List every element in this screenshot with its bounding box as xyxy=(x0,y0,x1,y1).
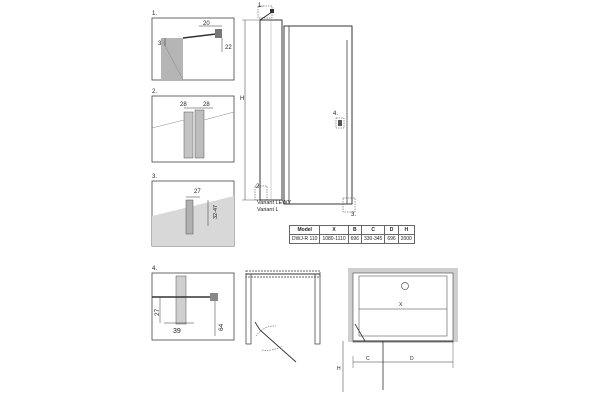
dimension-table: Model X B C D H DWJ-R 110 1080-1110 696 … xyxy=(288,225,415,244)
table-row: DWJ-R 110 1080-1110 696 330-345 696 2000 xyxy=(288,234,415,244)
plan-door-open xyxy=(259,329,297,363)
callout-3-label: 3. xyxy=(351,212,356,218)
table-cell: 2000 xyxy=(397,234,415,244)
callout-2-label: 2. xyxy=(256,184,261,190)
door-panel xyxy=(283,25,353,205)
plan-left-wall xyxy=(245,273,252,345)
table-cell: DWJ-R 110 xyxy=(288,234,321,244)
plan-d-label: D xyxy=(410,356,414,362)
height-label: H xyxy=(240,96,244,102)
detail-4: 4. 27 39 64 xyxy=(151,266,235,341)
detail-2-profile-left xyxy=(183,111,194,159)
table-cell: 696 xyxy=(347,234,362,244)
plan-right-wall xyxy=(314,273,321,345)
plan-view-swing xyxy=(245,270,321,363)
detail-4-dim-39: 39 xyxy=(173,328,181,335)
swing-arc xyxy=(255,325,277,337)
detail-1-frame xyxy=(151,17,235,81)
detail-2: 2. 28 28 xyxy=(151,89,235,163)
plan-h-label: H xyxy=(337,366,341,372)
table-header-cell: Model xyxy=(288,225,321,235)
callout-box-3 xyxy=(342,197,356,213)
detail-2-number: 2. xyxy=(152,89,157,95)
detail-1-dim-22: 22 xyxy=(225,45,232,51)
plan-x-label: X xyxy=(399,302,403,308)
table-header-cell: B xyxy=(347,225,362,235)
detail-4-dim-64: 64 xyxy=(218,323,225,331)
plan-c-label: C xyxy=(366,356,370,362)
detail-3-dim-32-47: 32-47 xyxy=(213,205,219,219)
detail-2-dim-28-a: 28 xyxy=(180,102,187,108)
detail-2-profile-right xyxy=(194,109,205,159)
detail-2-frame xyxy=(151,95,235,163)
variant-label: Variant LEWY Variant L xyxy=(257,200,291,214)
detail-4-handle xyxy=(210,293,218,301)
shower-tray xyxy=(358,275,448,337)
detail-4-frame xyxy=(151,272,235,341)
table-header-cell: X xyxy=(319,225,349,235)
table-cell: 330-345 xyxy=(360,234,386,244)
callout-box-2 xyxy=(254,185,268,201)
table-cell: 1080-1110 xyxy=(319,234,349,244)
detail-1-arm xyxy=(182,33,217,39)
table-header-cell: C xyxy=(360,225,386,235)
detail-1-dim-20: 20 xyxy=(203,21,210,27)
variant-label-line2: Variant L xyxy=(257,207,279,213)
detail-2-dim-28-b: 28 xyxy=(203,102,210,108)
drain xyxy=(401,282,409,290)
detail-3-dim-27: 27 xyxy=(194,189,201,195)
table-header-cell: H xyxy=(397,225,415,235)
table-cell: 696 xyxy=(384,234,399,244)
door-handle xyxy=(338,120,342,126)
table-header-cell: D xyxy=(384,225,399,235)
variant-label-line1: Variant LEWY xyxy=(257,200,292,206)
callout-box-4 xyxy=(335,117,345,129)
detail-1-dim-3: 3 xyxy=(158,41,162,47)
detail-1: 1. 20 3 22 xyxy=(151,11,235,81)
detail-4-number: 4. xyxy=(152,266,157,272)
callout-box-1 xyxy=(257,5,273,19)
plan-view-dimensioned: X C D H xyxy=(337,268,458,392)
table-header-row: Model X B C D H xyxy=(288,225,415,235)
detail-3-number: 3. xyxy=(152,174,157,180)
front-elevation: 1. 2. 3. 4. H xyxy=(240,3,356,218)
stabilizer-bar xyxy=(259,11,273,21)
detail-1-wall-bracket xyxy=(215,29,222,38)
dimension-table-wrap: Model X B C D H DWJ-R 110 1080-1110 696 … xyxy=(288,225,415,244)
detail-4-profile xyxy=(175,275,187,325)
callout-4-label: 4. xyxy=(333,111,338,117)
detail-4-dim-27: 27 xyxy=(154,308,161,316)
detail-3: 3. 27 32-47 xyxy=(151,174,235,247)
detail-1-number: 1. xyxy=(152,11,157,17)
detail-3-profile xyxy=(185,199,194,235)
callout-1-label: 1. xyxy=(258,3,263,9)
